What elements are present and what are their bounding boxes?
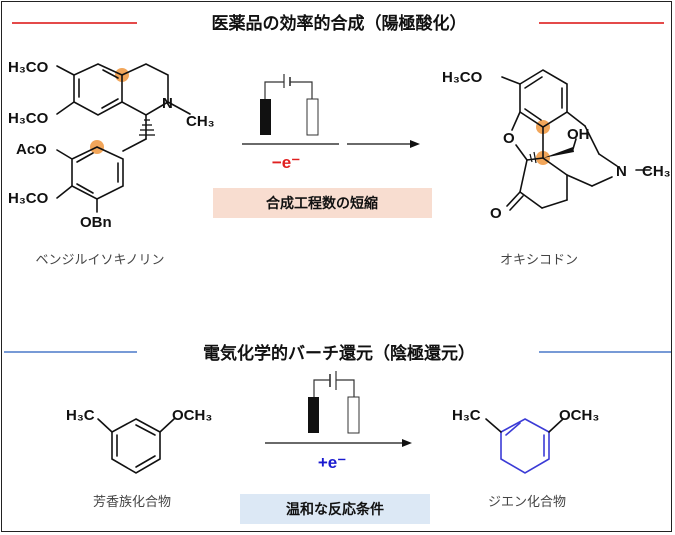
reagent-caption: ベンジルイソキノリン [35, 253, 164, 268]
reduction-section: 電気化学的バーチ還元（陰極還元） H₃C OCH₃ 芳香族化合物 +e⁻ 温和な… [4, 343, 671, 524]
oxidation-arrowhead [410, 140, 420, 148]
electron-removal-label: −e⁻ [272, 153, 300, 172]
product-hydroxyl: OH [567, 126, 590, 143]
electrolysis-cell-icon [260, 74, 319, 136]
diene-methyl-group: H₃C [452, 407, 481, 424]
reagent-methoxy-2: H₃CO [8, 110, 49, 127]
reagent-benzyloxy: OBn [80, 214, 112, 231]
diene-caption: ジエン化合物 [488, 495, 566, 510]
oxidation-section: 医薬品の効率的合成（陽極酸化） [8, 13, 671, 268]
condition-text: 温和な反応条件 [286, 501, 384, 518]
product-methoxy: H₃CO [442, 69, 483, 86]
reagent-methyl-group: H₃C [66, 407, 95, 424]
diene-methoxy-group: OCH₃ [559, 407, 599, 424]
reagent-methyl: CH₃ [186, 113, 215, 130]
benefit-text: 合成工程数の短縮 [266, 195, 378, 212]
m-methylanisole-structure: H₃C OCH₃ [66, 407, 212, 474]
oxidation-title: 医薬品の効率的合成（陽極酸化） [212, 13, 467, 34]
product-nitrogen: N [616, 163, 627, 180]
product-caption: オキシコドン [500, 253, 578, 268]
reagent-nitrogen: N [162, 95, 173, 112]
reagent-methoxy-group: OCH₃ [172, 407, 212, 424]
product-ether-oxygen: O [503, 130, 515, 147]
benzylisoquinoline-structure: H₃CO H₃CO N CH₃ AcO H₃CO OBn [8, 59, 215, 231]
diene-structure: H₃C OCH₃ [452, 407, 599, 474]
electron-addition-label: +e⁻ [318, 453, 346, 472]
aromatic-caption: 芳香族化合物 [93, 494, 171, 510]
reagent-methoxy-1: H₃CO [8, 59, 49, 76]
reagent-acetoxy: AcO [16, 141, 47, 158]
benefit-box [213, 188, 432, 218]
reduction-title: 電気化学的バーチ還元（陰極還元） [203, 343, 475, 364]
reagent-methoxy-3: H₃CO [8, 190, 49, 207]
product-ketone-oxygen: O [490, 205, 502, 222]
reduction-arrowhead [402, 439, 412, 447]
product-methyl: CH₃ [642, 163, 671, 180]
oxycodone-structure: H₃CO O OH N CH₃ O [442, 69, 671, 222]
electrolysis-cell-icon-2 [308, 371, 360, 434]
condition-box [240, 494, 430, 524]
